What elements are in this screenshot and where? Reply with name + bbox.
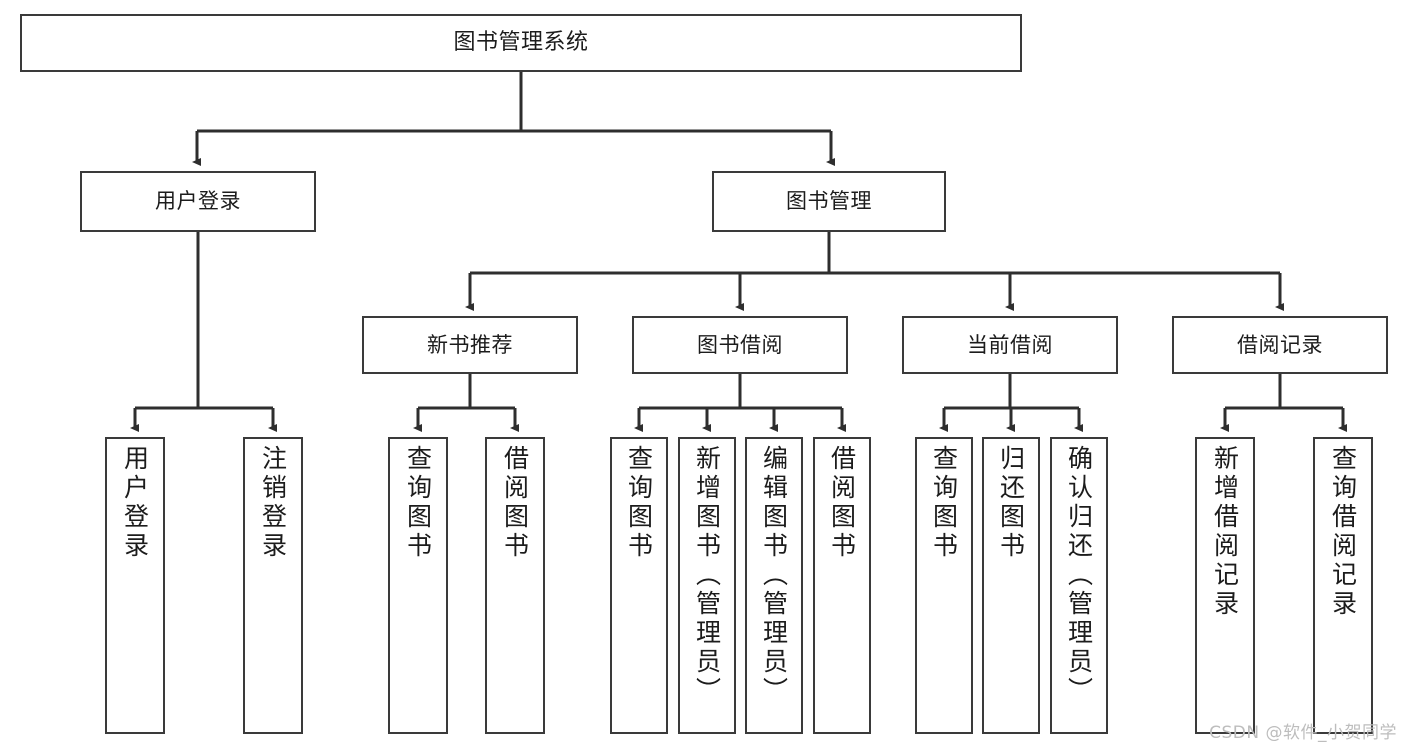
node-current-borrow[interactable]: 当前借阅	[902, 316, 1118, 374]
node-current-borrow-label: 当前借阅	[967, 332, 1053, 357]
leaf-user-login-label: 用户登录	[120, 445, 150, 561]
leaf-edit-book-label: 编辑图书（管理员）	[759, 445, 789, 706]
leaf-query-record-label: 查询借阅记录	[1328, 445, 1358, 619]
leaf-edit-book[interactable]: 编辑图书（管理员）	[745, 437, 803, 734]
leaf-confirm-return-label: 确认归还（管理员）	[1064, 445, 1094, 706]
leaf-borrow-book-2-label: 借阅图书	[827, 445, 857, 561]
node-book-manage-label: 图书管理	[786, 189, 872, 214]
leaf-borrow-book-2[interactable]: 借阅图书	[813, 437, 871, 734]
leaf-query-book-3[interactable]: 查询图书	[915, 437, 973, 734]
leaf-logout-label: 注销登录	[258, 445, 288, 561]
leaf-add-record[interactable]: 新增借阅记录	[1195, 437, 1255, 734]
leaf-query-book-3-label: 查询图书	[929, 445, 959, 561]
leaf-user-login[interactable]: 用户登录	[105, 437, 165, 734]
leaf-confirm-return[interactable]: 确认归还（管理员）	[1050, 437, 1108, 734]
leaf-return-book[interactable]: 归还图书	[982, 437, 1040, 734]
leaf-return-book-label: 归还图书	[996, 445, 1026, 561]
node-book-borrow[interactable]: 图书借阅	[632, 316, 848, 374]
node-user-login[interactable]: 用户登录	[80, 171, 316, 232]
node-user-login-label: 用户登录	[155, 189, 241, 214]
leaf-logout[interactable]: 注销登录	[243, 437, 303, 734]
node-root[interactable]: 图书管理系统	[20, 14, 1022, 72]
leaf-borrow-book-1[interactable]: 借阅图书	[485, 437, 545, 734]
watermark: CSDN @软件_小贺同学	[1209, 723, 1397, 743]
node-root-label: 图书管理系统	[453, 30, 589, 56]
leaf-add-book-label: 新增图书（管理员）	[692, 445, 722, 706]
leaf-query-record[interactable]: 查询借阅记录	[1313, 437, 1373, 734]
node-book-borrow-label: 图书借阅	[697, 332, 783, 357]
node-new-book-recommend[interactable]: 新书推荐	[362, 316, 578, 374]
node-new-book-recommend-label: 新书推荐	[427, 332, 513, 357]
leaf-query-book-1[interactable]: 查询图书	[388, 437, 448, 734]
leaf-add-book[interactable]: 新增图书（管理员）	[678, 437, 736, 734]
leaf-add-record-label: 新增借阅记录	[1210, 445, 1240, 619]
leaf-query-book-1-label: 查询图书	[403, 445, 433, 561]
leaf-query-book-2-label: 查询图书	[624, 445, 654, 561]
node-borrow-record-label: 借阅记录	[1237, 332, 1323, 357]
leaf-query-book-2[interactable]: 查询图书	[610, 437, 668, 734]
leaf-borrow-book-1-label: 借阅图书	[500, 445, 530, 561]
node-book-manage[interactable]: 图书管理	[712, 171, 946, 232]
node-borrow-record[interactable]: 借阅记录	[1172, 316, 1388, 374]
